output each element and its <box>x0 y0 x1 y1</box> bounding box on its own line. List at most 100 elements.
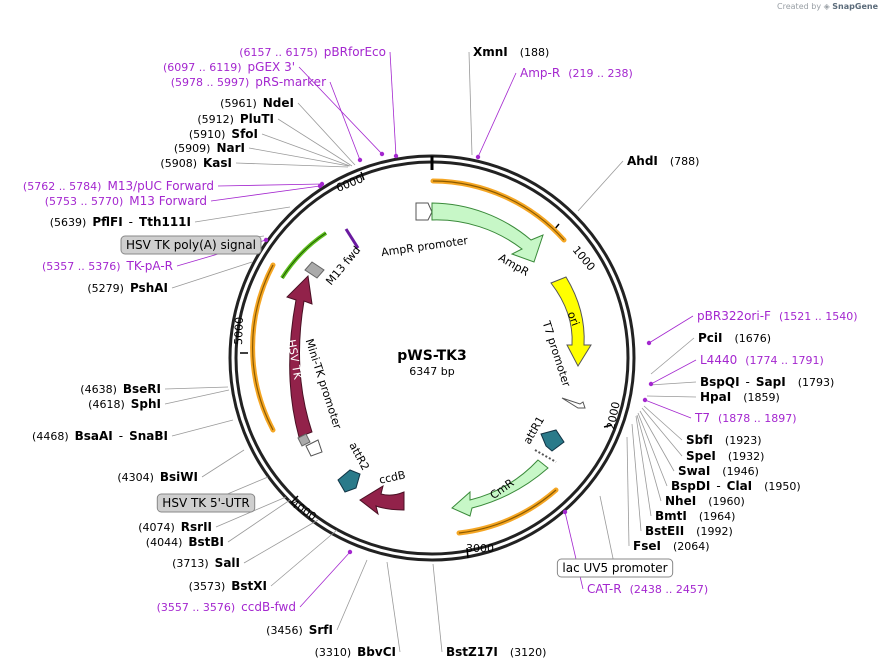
leader-line <box>201 449 245 478</box>
primer-mark <box>562 509 568 515</box>
site-label: BstEII(1992) <box>645 524 733 538</box>
primer-label: (6157 .. 6175)pBRforEco <box>239 45 386 59</box>
ccdb-arrow <box>359 484 405 516</box>
site-label: FseI(2064) <box>633 539 710 553</box>
credit-prefix: Created by <box>777 2 822 11</box>
credit-brand: SnapGene <box>832 2 878 11</box>
leader-line <box>217 183 323 187</box>
leader-line <box>649 381 697 386</box>
primer-mark <box>393 153 399 159</box>
leader-line <box>298 66 383 155</box>
primer-mark <box>357 157 363 163</box>
site-label: SpeI(1932) <box>686 449 764 463</box>
feature-label: HSV TK poly(A) signal <box>126 238 256 252</box>
primer-mark <box>263 237 269 243</box>
ampr-promoter-label: AmpR promoter <box>380 234 469 259</box>
mini-tk-promoter-arrow <box>305 439 323 457</box>
leader-line <box>641 407 683 457</box>
site-label: (5912)PluTI <box>197 112 274 126</box>
site-label: XmnI(188) <box>473 45 549 59</box>
leader-line <box>577 160 624 212</box>
leader-line <box>650 359 697 385</box>
site-label: HpaI(1859) <box>700 390 780 404</box>
leader-line <box>171 261 253 289</box>
site-label: PciI(1676) <box>698 331 771 345</box>
tick-label-2000: 2000 <box>604 401 623 431</box>
primer-mark <box>317 183 323 189</box>
leader-line <box>164 386 229 390</box>
snapgene-icon: ◈ <box>823 2 830 11</box>
hsv-tk-arrow <box>286 274 313 438</box>
primer-label: (6097 .. 6119)pGEX 3' <box>163 60 295 74</box>
primer-mark <box>646 340 652 346</box>
leader-line <box>646 395 697 398</box>
site-label: (4618)SphI <box>88 397 161 411</box>
site-label: (4044)BstBI <box>146 535 224 549</box>
leader-line <box>477 72 517 158</box>
site-label: (5961)NdeI <box>220 96 294 110</box>
leader-line <box>171 419 234 437</box>
plasmid-length: 6347 bp <box>409 365 454 378</box>
attr1-arrow <box>540 429 565 452</box>
leader-line <box>297 102 356 166</box>
primer-label: (3557 .. 3576)ccdB-fwd <box>157 600 296 614</box>
ccdb-label: ccdB <box>378 468 407 486</box>
ori-label: ori <box>565 310 582 328</box>
primer-mark <box>379 151 385 157</box>
attr2-label: attR2 <box>346 440 372 473</box>
polya-arrow-core <box>281 232 327 279</box>
site-label: (5909)NarI <box>174 141 245 155</box>
primer-label: T7(1878 .. 1897) <box>694 411 797 425</box>
site-label: BspDI-ClaI(1950) <box>671 479 801 493</box>
site-label: SwaI(1946) <box>678 464 759 478</box>
attr1-label: attR1 <box>521 414 547 446</box>
primer-label: Amp-R(219 .. 238) <box>520 66 633 80</box>
primer-label: CAT-R(2438 .. 2457) <box>587 582 708 596</box>
primer-mark <box>648 381 654 387</box>
site-label: (3456)SrfI <box>266 623 333 637</box>
site-label: (4638)BseRI <box>80 382 161 396</box>
leader-line <box>386 561 401 653</box>
tick-label-5000: 5000 <box>232 317 246 345</box>
leader-line <box>277 118 353 167</box>
credit: Created by ◈ SnapGene <box>777 2 878 11</box>
t7-promoter-label: T7 promoter <box>539 318 573 388</box>
site-label: BspQI-SapI(1793) <box>700 375 834 389</box>
cmr-arrow <box>451 459 549 517</box>
leader-line <box>164 389 230 405</box>
site-label: (4074)RsrII <box>138 520 212 534</box>
site-label: (5279)PshAI <box>87 281 168 295</box>
leader-line <box>248 147 350 167</box>
m13-fwd-label: M13 fwd <box>323 244 363 288</box>
leader-line <box>637 412 668 487</box>
leader-line <box>261 133 351 167</box>
site-label: (3713)SalI <box>172 556 240 570</box>
leader-line <box>599 495 616 569</box>
tick-label-3000: 3000 <box>466 542 494 555</box>
site-label: (3573)BstXI <box>189 579 267 593</box>
leader-line <box>648 315 694 344</box>
tick-label-4000: 4000 <box>288 497 318 524</box>
leader-line <box>636 414 662 502</box>
primer-mark <box>642 397 648 403</box>
feature-label: lac UV5 promoter <box>562 561 667 575</box>
leader-line <box>299 551 351 608</box>
backbone-marks <box>263 151 654 555</box>
site-label: BmtI(1964) <box>655 509 735 523</box>
leader-lines <box>164 51 697 653</box>
tick-label-6000: 6000 <box>334 172 365 195</box>
annotation-labels: (6157 .. 6175)pBRforEco(6097 .. 6119)pGE… <box>23 45 858 659</box>
leader-line <box>194 206 291 223</box>
plasmid-name: pWS-TK3 <box>397 348 466 364</box>
attr1-dots <box>534 449 557 463</box>
site-label: (4304)BsiWI <box>117 470 198 484</box>
site-label: NheI(1960) <box>665 494 745 508</box>
leader-line <box>644 399 692 419</box>
site-label: (5908)KasI <box>160 156 232 170</box>
feature-label-box <box>156 493 256 513</box>
leader-line <box>635 415 652 517</box>
t7-promoter-arrow <box>561 397 586 409</box>
hsv-tk-gray-top <box>304 261 325 279</box>
primer-mark <box>347 549 353 555</box>
